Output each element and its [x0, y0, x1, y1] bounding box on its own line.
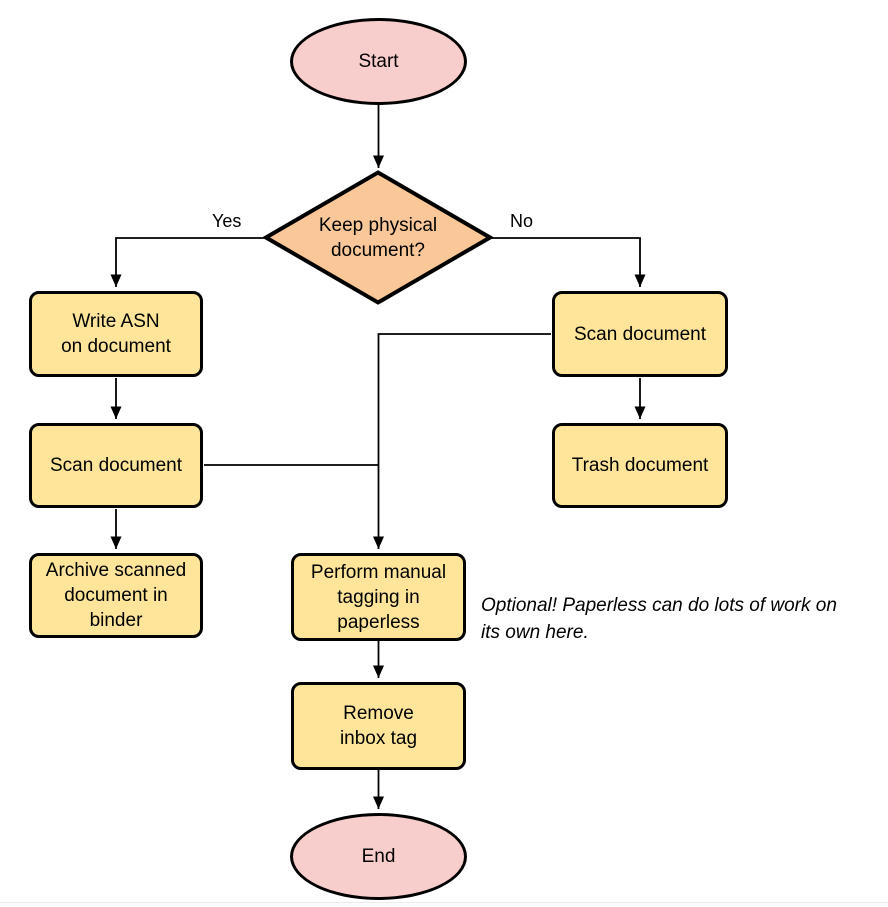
edge-decision-yes-to-write-asn [110, 237, 265, 287]
process-write-asn: Write ASN on document [29, 291, 203, 377]
edge-decision-no-to-scan-right [491, 237, 646, 287]
page-below-area [0, 903, 888, 907]
process-remove-inbox-tag: Remove inbox tag [291, 682, 466, 770]
edge-label-no: No [510, 211, 534, 231]
process-trash-document: Trash document [552, 423, 728, 508]
edge-scan-right-to-tagging [373, 333, 551, 549]
optional-annotation: Optional! Paperless can do lots of work … [481, 595, 837, 643]
process-scan-document-right: Scan document [552, 291, 728, 377]
process-archive-document: Archive scanned document in binder [29, 553, 203, 638]
edge-label-yes: Yes [212, 211, 242, 231]
scan-document-left-label: Scan document [49, 455, 183, 476]
decision-node: Keep physical document? [263, 170, 493, 305]
end-label: End [361, 846, 396, 867]
page-boundary-line [0, 902, 888, 903]
process-manual-tagging: Perform manual tagging in paperless [291, 553, 466, 641]
archive-document-label: Archive scanned document in binder [45, 560, 187, 631]
process-scan-document-left: Scan document [29, 423, 203, 508]
manual-tagging-label: Perform manual tagging in paperless [310, 561, 447, 633]
decision-label: Keep physical document? [318, 214, 438, 261]
start-label: Start [358, 51, 399, 72]
end-node: End [290, 813, 467, 900]
trash-document-label: Trash document [571, 455, 709, 476]
decision-diamond-shape [263, 170, 493, 305]
write-asn-label: Write ASN on document [61, 311, 171, 357]
scan-document-right-label: Scan document [573, 323, 707, 345]
remove-inbox-tag-label: Remove inbox tag [339, 703, 418, 749]
start-node: Start [290, 18, 467, 105]
